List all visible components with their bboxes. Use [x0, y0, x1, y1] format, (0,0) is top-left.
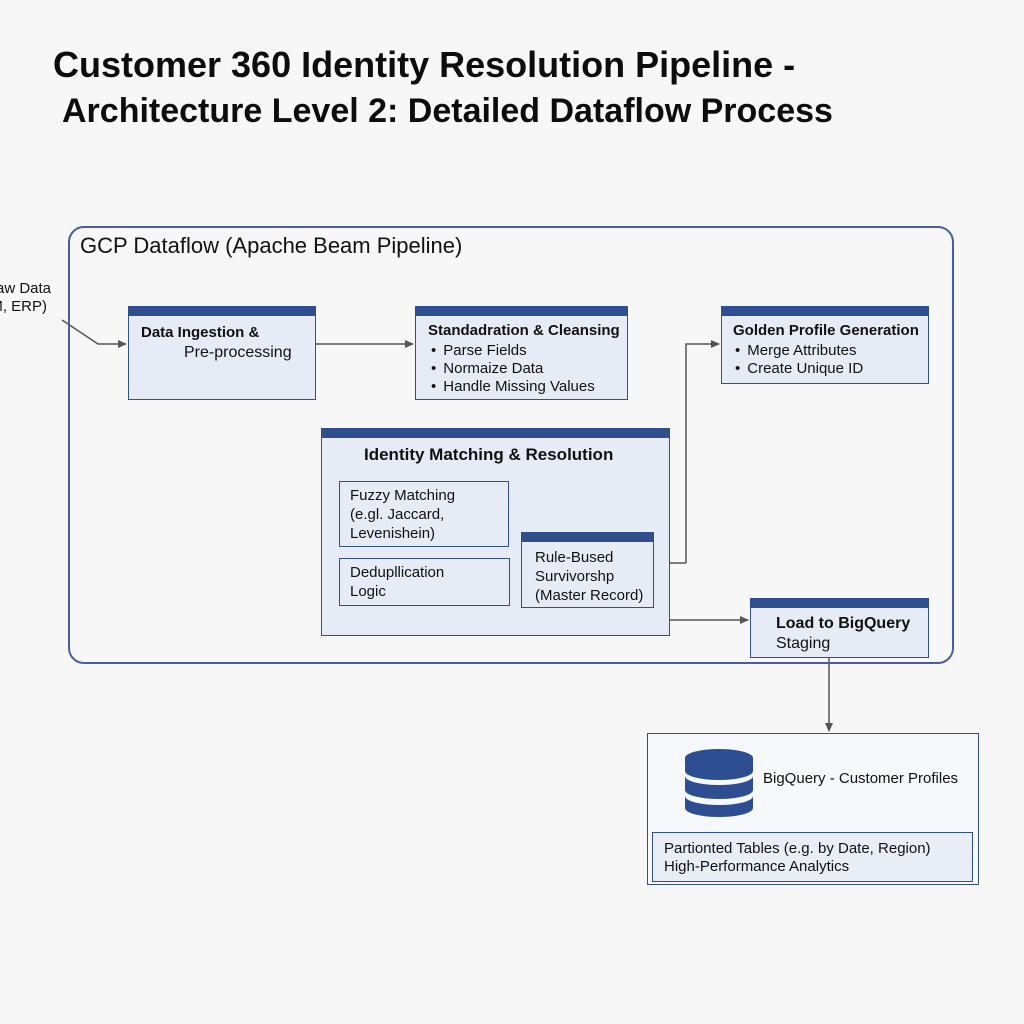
standardization-title: Standadration & Cleansing — [428, 322, 620, 339]
arrow-raw-to-ingestion — [61, 319, 127, 348]
standardization-bullet: Normaize Data — [431, 360, 595, 378]
raw-data-label: aw Data 3M, ERP) — [0, 280, 62, 316]
fuzzy-matching-line-1: Fuzzy Matching — [350, 487, 456, 504]
rule-survivorship-line-3: (Master Record) — [535, 587, 644, 604]
deduplication-line-1: Dedupllication — [350, 564, 445, 581]
rule-survivorship-line-1: Rule-Bused — [535, 549, 614, 566]
deduplication-box: Dedupllication Logic — [339, 558, 510, 606]
load-bigquery-title: Load to BigQuery — [776, 615, 911, 632]
data-ingestion-subtitle: Pre-processing — [184, 344, 292, 361]
raw-data-line-1: aw Data — [0, 280, 52, 297]
standardization-bullet: Handle Missing Values — [431, 378, 594, 396]
golden-profile-bullets: Merge Attributes Create Unique ID — [735, 342, 863, 378]
database-icon — [685, 749, 753, 817]
partitioned-tables-line-2: High-Performance Analytics — [664, 858, 850, 875]
gcp-dataflow-container — [68, 226, 954, 664]
golden-profile-box: Golden Profile Generation Merge Attribut… — [721, 306, 929, 384]
fuzzy-matching-line-3: Levenishein) — [350, 525, 436, 542]
rule-survivorship-box: Rule-Bused Survivorshp (Master Record) — [521, 532, 654, 608]
golden-profile-bullet: Merge Attributes — [735, 342, 863, 360]
fuzzy-matching-box: Fuzzy Matching (e.gl. Jaccard, Levenishe… — [339, 481, 509, 547]
arrow-survivorship-to-golden — [685, 340, 720, 563]
data-ingestion-title: Data Ingestion & — [141, 324, 260, 341]
deduplication-line-2: Logic — [350, 583, 386, 600]
diagram-title-line-1: Customer 360 Identity Resolution Pipelin… — [53, 44, 796, 85]
partitioned-tables-box: Partionted Tables (e.g. by Date, Region)… — [652, 832, 973, 882]
golden-profile-bullet: Create Unique ID — [735, 360, 863, 378]
identity-matching-title: Identity Matching & Resolution — [364, 445, 614, 464]
bigquery-panel-label: BigQuery - Customer Profiles — [763, 770, 959, 787]
diagram-title-line-2: Architecture Level 2: Detailed Dataflow … — [62, 92, 833, 130]
load-bigquery-subtitle: Staging — [776, 635, 831, 652]
standardization-bullets: Parse Fields Normaize Data Handle Missin… — [431, 342, 595, 396]
raw-data-line-2: 3M, ERP) — [0, 298, 48, 315]
fuzzy-matching-line-2: (e.gl. Jaccard, — [350, 506, 445, 523]
data-ingestion-box: Data Ingestion & Pre-processing — [128, 306, 316, 400]
partitioned-tables-line-1: Partionted Tables (e.g. by Date, Region) — [664, 840, 931, 857]
standardization-bullet: Parse Fields — [431, 342, 595, 360]
gcp-dataflow-label: GCP Dataflow (Apache Beam Pipeline) — [80, 233, 463, 258]
standardization-box: Standadration & Cleansing Parse Fields N… — [415, 306, 628, 400]
rule-survivorship-line-2: Survivorshp — [535, 568, 615, 585]
load-bigquery-staging-box: Load to BigQuery Staging — [750, 598, 929, 658]
golden-profile-title: Golden Profile Generation — [733, 322, 919, 339]
